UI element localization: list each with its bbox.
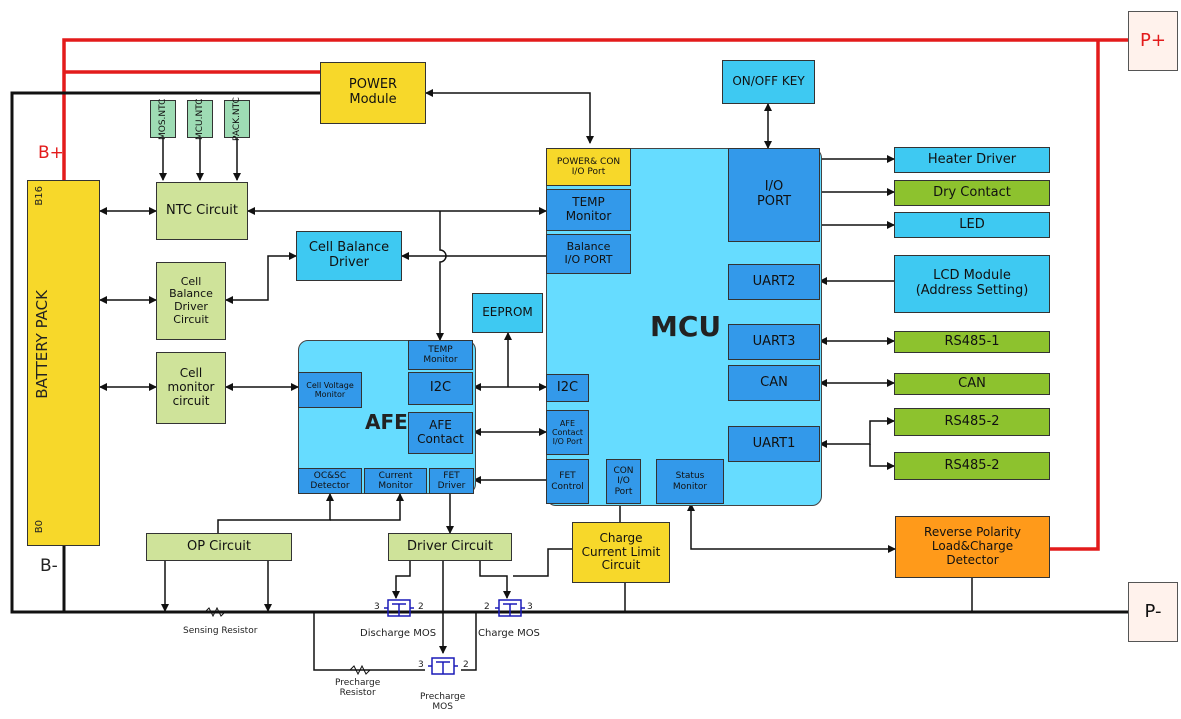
afe-i2c: I2C [408,372,473,405]
charge-mos-pin3: 3 [527,602,533,612]
mcu-afe-contact-port: AFE Contact I/O Port [546,410,589,455]
mcu-power-con-port: POWER& CON I/O Port [546,148,631,186]
mcu-can: CAN [728,365,820,401]
mos-ntc-sensor: MOS.NTC [150,98,176,140]
ntc-circuit: NTC Circuit [156,182,248,240]
discharge-mos-pin2: 2 [418,602,424,612]
lcd-module: LCD Module (Address Setting) [894,255,1050,313]
sensing-resistor-label: Sensing Resistor [183,626,258,636]
mcu-title: MCU [650,310,722,343]
cell-balance-driver-circuit: Cell Balance Driver Circuit [156,262,226,340]
discharge-mos-pin3: 3 [374,602,380,612]
afe-current-monitor: Current Monitor [364,468,427,494]
afe-ocsc-detector: OC&SC Detector [298,468,362,494]
power-module: POWER Module [320,62,426,124]
b-minus-label: B- [40,556,58,576]
p-minus-terminal: P- [1128,582,1178,642]
rs485-1: RS485-1 [894,331,1050,353]
on-off-key[interactable]: ON/OFF KEY [722,60,815,104]
precharge-mos-label: Precharge MOS [420,692,466,712]
mcu-status-monitor: Status Monitor [656,459,724,504]
led: LED [894,212,1050,238]
cell-b0-label: B0 [34,520,45,534]
driver-circuit: Driver Circuit [388,533,512,561]
op-circuit: OP Circuit [146,533,292,561]
positive-bus-wire [62,38,1128,551]
mcu-uart2: UART2 [728,264,820,300]
mcu-fet-control: FET Control [546,459,589,504]
reverse-polarity-detector: Reverse Polarity Load&Charge Detector [895,516,1050,578]
b-plus-label: B+ [38,143,64,163]
p-plus-terminal: P+ [1128,11,1178,71]
cell-balance-driver: Cell Balance Driver [296,231,402,281]
resistor-symbols [204,606,371,676]
afe-cell-voltage-monitor: Cell Voltage Monitor [298,372,362,408]
afe-temp-monitor: TEMP Monitor [408,340,473,370]
dry-contact: Dry Contact [894,180,1050,206]
charge-mos-label: Charge MOS [478,628,540,639]
charge-mos-pin2: 2 [484,602,490,612]
cell-b16-label: B16 [34,186,45,206]
mcu-temp-monitor: TEMP Monitor [546,189,631,231]
precharge-mos-pin2: 2 [463,660,469,670]
afe-title: AFE [365,410,408,434]
rs485-2-a: RS485-2 [894,408,1050,436]
charge-current-limit-circuit: Charge Current Limit Circuit [572,522,670,583]
mcu-i2c: I2C [546,374,589,402]
eeprom: EEPROM [472,293,543,333]
battery-pack [27,180,100,546]
mcu-con-io-port: CON I/O Port [606,459,641,504]
discharge-mos-label: Discharge MOS [360,628,437,639]
mcu-io-port: I/O PORT [728,148,820,242]
mcu-balance-port: Balance I/O PORT [546,234,631,274]
cell-monitor-circuit: Cell monitor circuit [156,352,226,424]
mosfet-symbols [384,599,525,675]
mcu-uart3: UART3 [728,324,820,360]
mcu-ntc-sensor: MCU.NTC [187,98,213,140]
negative-bus-wire [10,91,1128,614]
precharge-mos-pin3: 3 [418,660,424,670]
pack-ntc-sensor: PACK.NTC [224,97,250,141]
afe-fet-driver: FET Driver [429,468,474,494]
mcu-uart1: UART1 [728,426,820,462]
heater-driver: Heater Driver [894,147,1050,173]
battery-pack-label: BATTERY PACK [33,290,51,399]
precharge-resistor-label: Precharge Resistor [335,678,381,698]
rs485-2-b: RS485-2 [894,452,1050,480]
afe-contact: AFE Contact [408,412,473,454]
can-peripheral: CAN [894,373,1050,395]
